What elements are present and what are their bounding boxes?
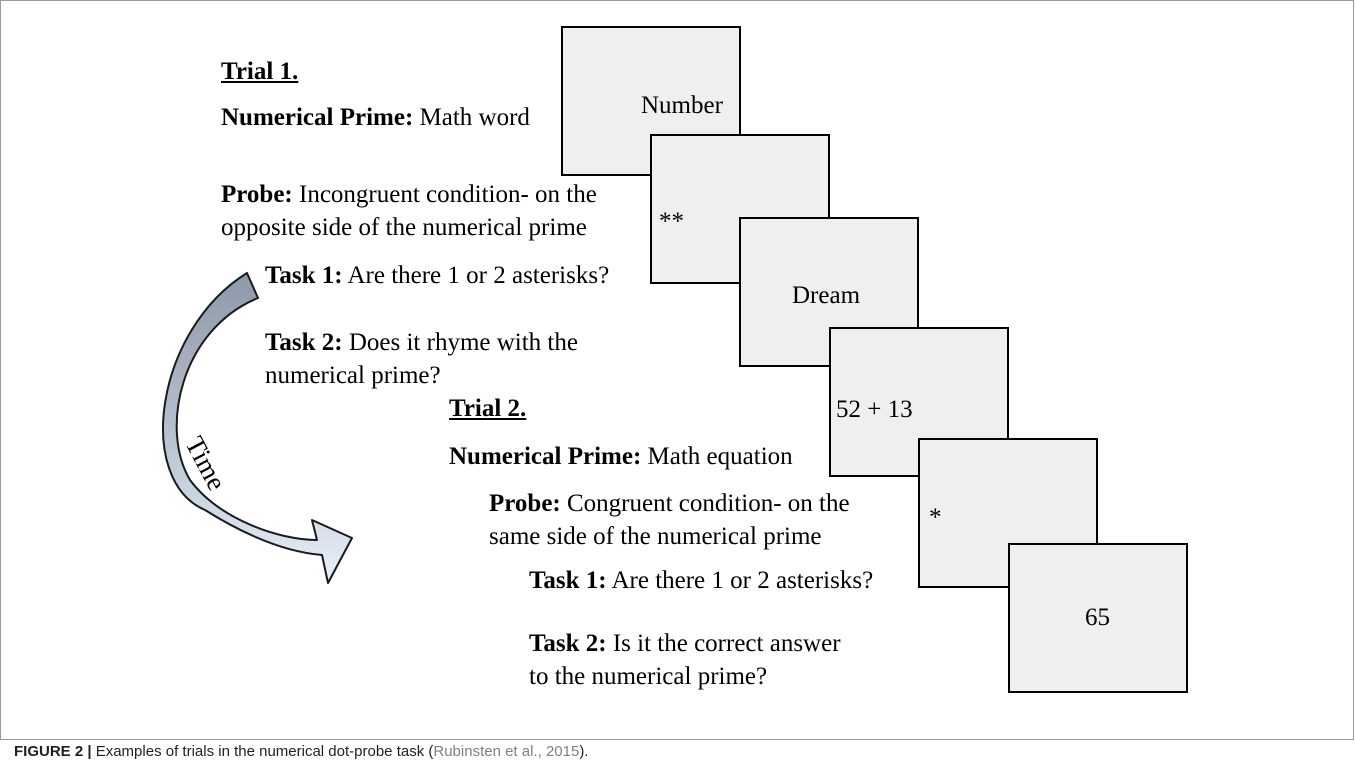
trial-2-prime-text: Math equation [641,443,793,470]
trial-1-task-2-label: Task 2: [265,329,343,356]
trial-1-prime-text: Math word [413,104,530,131]
trial-2-probe-label: Probe: [489,490,561,517]
trial-2-prime: Numerical Prime: Math equation [449,443,793,471]
trial-2-task-1-text: Are there 1 or 2 asterisks? [606,567,874,594]
trial-2-heading: Trial 2. [449,395,527,422]
trial-1-probe-label: Probe: [221,181,293,208]
caption-citation-link[interactable]: Rubinsten et al., 2015 [433,743,580,760]
trial-1-task-2: Task 2: Does it rhyme with the numerical… [265,326,578,392]
trial-2-task-1: Task 1: Are there 1 or 2 asterisks? [529,567,873,595]
trial-1-task-1: Task 1: Are there 1 or 2 asterisks? [265,262,609,290]
trial-2-probe-text: Congruent condition- on the same side of… [489,490,850,550]
screen-prime-word-text: Number [641,92,723,119]
trial-2-prime-label: Numerical Prime: [449,443,642,470]
trial-2-task-2-text: Is it the correct answer to the numerica… [529,630,841,690]
caption-label: FIGURE 2 | [14,743,92,760]
screen-target-word-text: Dream [792,282,861,309]
trial-1-task-1-label: Task 1: [265,262,343,289]
screen-target-answer-text: 65 [1085,604,1110,631]
trial-1-task-2-text: Does it rhyme with the numerical prime? [265,329,578,389]
caption-end: ). [579,743,589,760]
trial-1-probe-text: Incongruent condition- on the opposite s… [221,181,597,241]
screen-probe-single-text: * [929,504,942,531]
trial-2-task-2: Task 2: Is it the correct answer to the … [529,627,841,693]
figure-caption: FIGURE 2 | Examples of trials in the num… [14,743,588,760]
trial-2-task-2-label: Task 2: [529,630,607,657]
screen-probe-double-text: ** [659,208,684,235]
caption-text: Examples of trials in the numerical dot-… [91,743,434,760]
trial-2-probe: Probe: Congruent condition- on the same … [489,487,850,553]
screen-prime-equation-text: 52 + 13 [836,396,913,423]
screen-target-answer: 65 [1008,543,1188,693]
trial-2-task-1-label: Task 1: [529,567,607,594]
trial-1-probe: Probe: Incongruent condition- on the opp… [221,178,597,244]
trial-1-prime-label: Numerical Prime: [221,104,414,131]
trial-1-prime: Numerical Prime: Math word [221,104,530,132]
trial-1-task-1-text: Are there 1 or 2 asterisks? [342,262,610,289]
trial-1-heading: Trial 1. [221,58,299,85]
figure-frame [0,0,1354,740]
